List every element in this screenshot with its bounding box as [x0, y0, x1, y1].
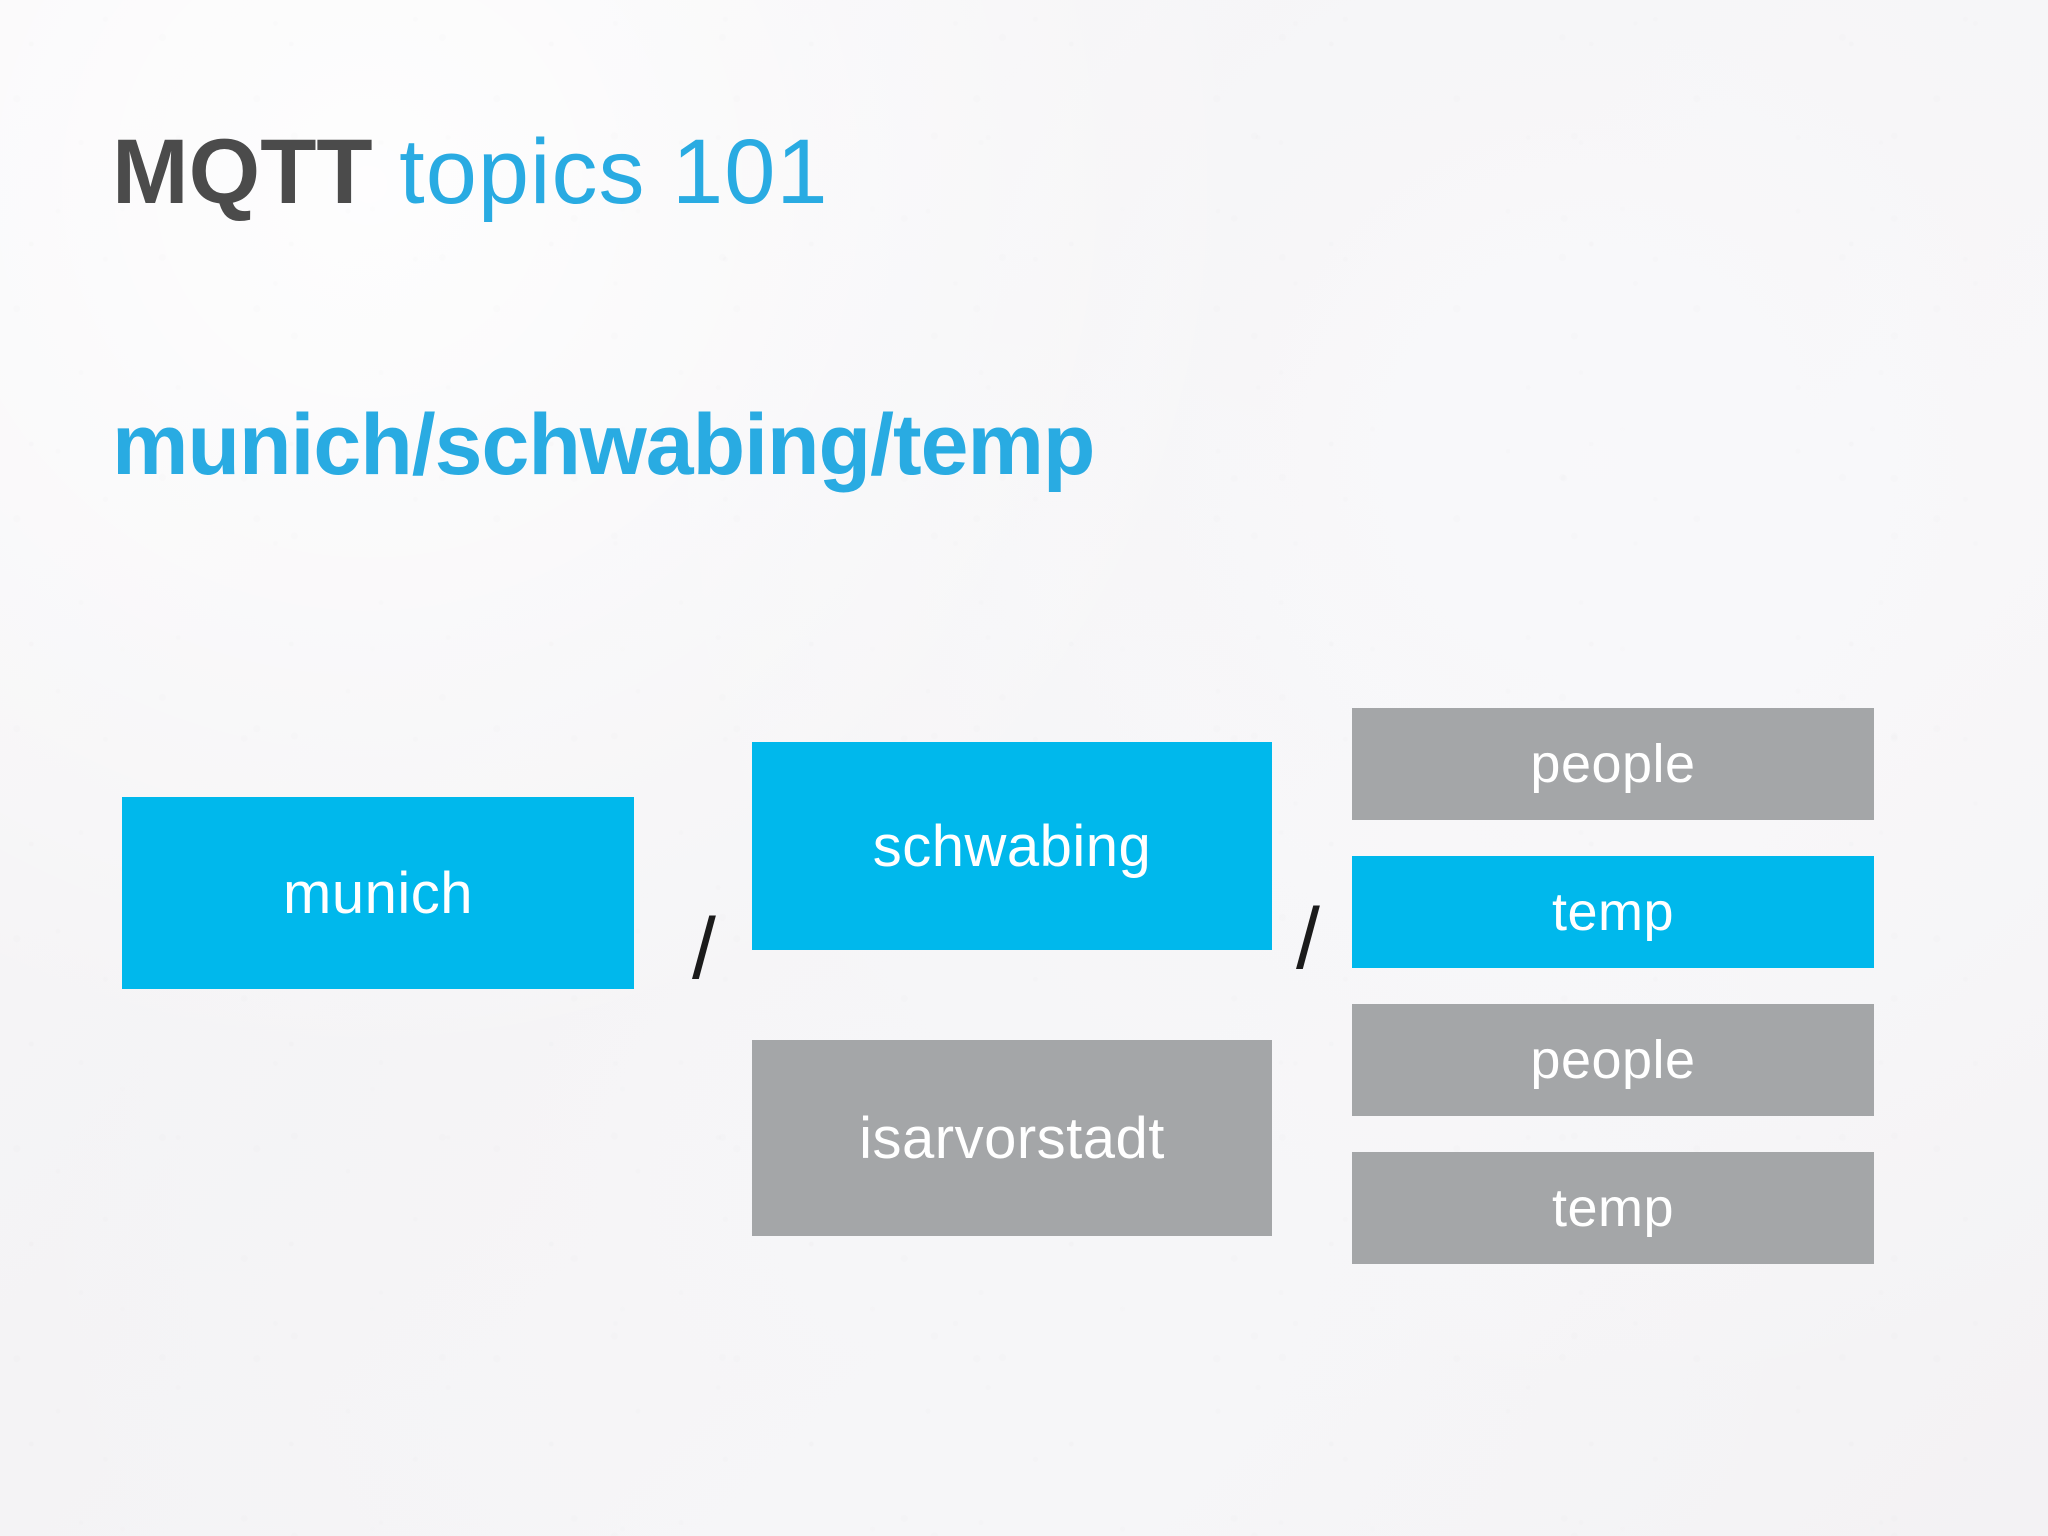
topic-node-temp-2[interactable]: temp — [1352, 1152, 1874, 1264]
page-title: MQTT topics 101 — [112, 126, 829, 218]
topic-node-label: temp — [1551, 1178, 1675, 1238]
topic-node-label: schwabing — [872, 813, 1152, 879]
topic-node-label: people — [1530, 734, 1696, 794]
topic-node-people-1[interactable]: people — [1352, 708, 1874, 820]
topic-node-isarvorstadt[interactable]: isarvorstadt — [752, 1040, 1272, 1236]
topic-separator-1: / — [692, 901, 716, 997]
topic-separator-2: / — [1296, 891, 1320, 987]
topic-node-label: munich — [283, 860, 473, 926]
title-brand: MQTT — [112, 121, 373, 223]
topic-node-label: people — [1530, 1030, 1696, 1090]
topic-string: munich/schwabing/temp — [112, 397, 1095, 493]
topic-node-people-2[interactable]: people — [1352, 1004, 1874, 1116]
topic-node-schwabing[interactable]: schwabing — [752, 742, 1272, 950]
topic-node-label: isarvorstadt — [859, 1105, 1165, 1171]
title-rest: topics 101 — [372, 121, 829, 223]
topic-node-label: temp — [1551, 882, 1675, 942]
topic-node-temp-1[interactable]: temp — [1352, 856, 1874, 968]
topic-node-munich[interactable]: munich — [122, 797, 634, 989]
